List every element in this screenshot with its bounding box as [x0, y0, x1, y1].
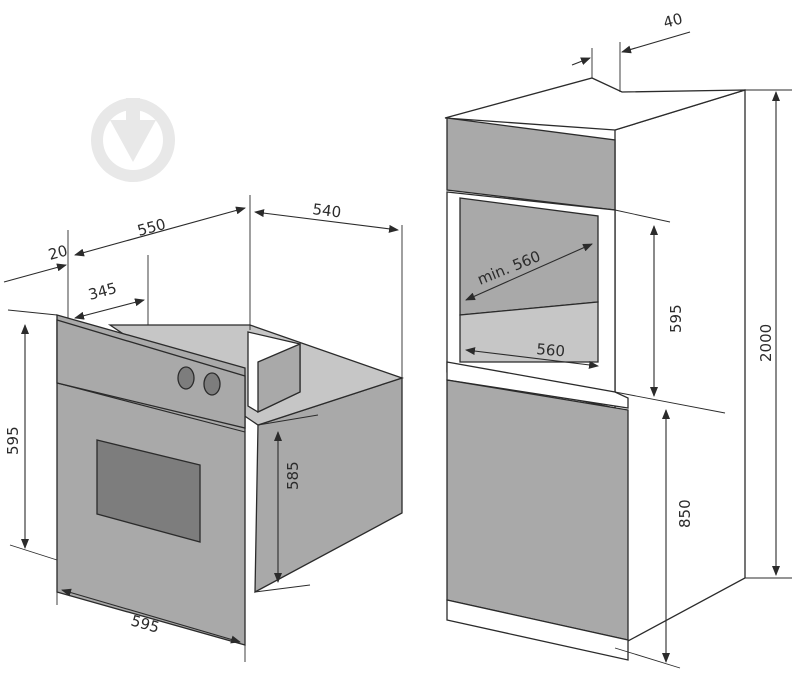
dim-cabinet-back-gap: 40 — [661, 10, 684, 32]
oven-dimension-lines — [3, 206, 399, 644]
cabinet-plinth — [446, 599, 629, 661]
cabinet-side-panel — [614, 89, 746, 650]
dim-oven-front-height: 595 — [4, 426, 22, 455]
oven-extension-lines — [7, 195, 403, 662]
dim-oven-top-depth: 345 — [86, 279, 118, 304]
cabinet-dimension-lines — [465, 31, 780, 663]
dim-oven-panel-offset: 20 — [46, 242, 69, 264]
dim-cabinet-niche-width: 560 — [536, 340, 566, 360]
oven-door-window — [96, 439, 201, 543]
cabinet-shelf — [446, 361, 629, 409]
oven-knob-icon — [203, 372, 221, 396]
tall-cabinet — [444, 77, 746, 661]
cabinet-lower-door — [446, 379, 629, 641]
dim-oven-depth: 540 — [312, 200, 343, 221]
oven-knob-icon — [177, 366, 195, 390]
dim-cabinet-niche-height: 595 — [667, 304, 685, 333]
cabinet-extension-lines — [591, 42, 792, 669]
dim-oven-body-height: 585 — [284, 461, 302, 490]
cabinet-top — [444, 77, 746, 131]
built-in-oven — [56, 314, 405, 646]
dim-cabinet-total-height: 2000 — [757, 324, 775, 362]
dim-cabinet-lower-height: 850 — [676, 499, 694, 528]
dim-oven-body-width: 550 — [135, 215, 167, 240]
watermark-icon — [91, 98, 175, 182]
